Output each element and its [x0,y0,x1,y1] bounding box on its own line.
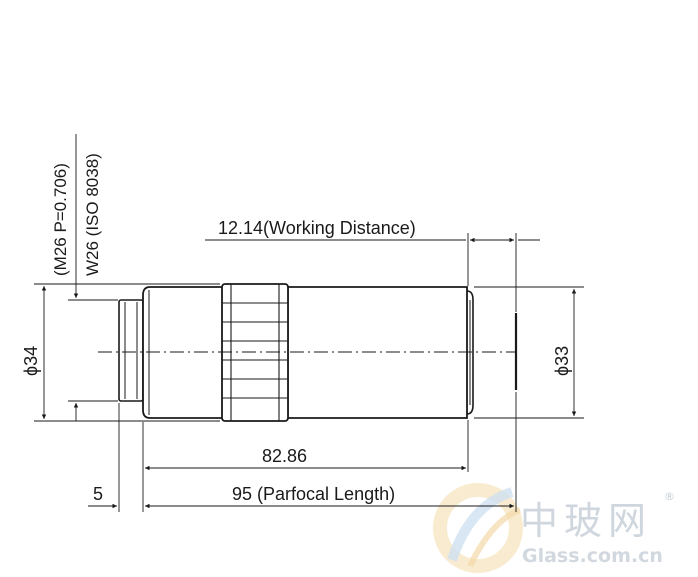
watermark: 中玻网 ® Glass.com.cn [433,483,675,573]
body-length-label: 82.86 [262,446,307,466]
watermark-logo-icon [433,483,523,573]
mount-thread [118,299,144,402]
watermark-registered-mark: ® [664,490,675,503]
thread-spec-label: (M26 P=0.706) [51,163,70,276]
thread-iso-label: W26 (ISO 8038) [83,153,102,276]
dimension-lines [34,134,584,512]
thread-length-label: 5 [93,484,103,504]
parfocal-length-label: 95 (Parfocal Length) [232,484,395,504]
watermark-domain: Glass.com.cn [522,545,663,567]
diameter-left-label: ϕ34 [21,346,41,376]
lens-body [118,283,518,422]
main-barrel [142,286,468,419]
diameter-right-label: ϕ33 [552,346,572,376]
working-distance-label: 12.14(Working Distance) [218,218,416,238]
knurled-ring [221,283,289,422]
watermark-cn-text: 中玻网 [520,499,652,543]
